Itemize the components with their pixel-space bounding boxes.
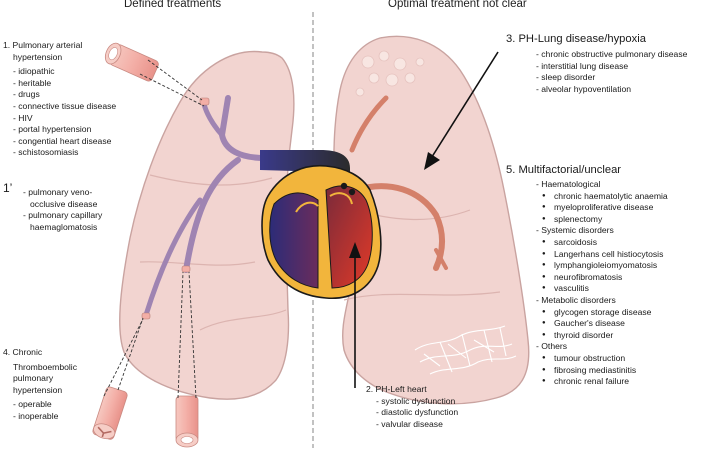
group-3-title: 3. PH-Lung disease/hypoxia xyxy=(506,33,646,45)
group-5-category: - Others xyxy=(536,341,568,352)
group-5-category: - Metabolic disorders xyxy=(536,294,616,305)
group-5-item: lymphangioleiomyomatosis xyxy=(536,260,668,272)
group-1-title-line-2: hypertension xyxy=(13,51,63,62)
group-2-item: - systolic dysfunction xyxy=(376,395,456,406)
vessel-spot-mid xyxy=(181,265,191,273)
group-1-item: - portal hypertension xyxy=(13,124,92,135)
group-1-prime-marker: 1’ xyxy=(3,181,13,195)
group-5-item: splenectomy xyxy=(536,214,668,226)
group-1-item: - HIV xyxy=(13,112,33,123)
group-2-left-heart: 2. PH-Left heart - systolic dysfunction … xyxy=(366,384,458,430)
group-5-item: Gaucher's disease xyxy=(536,318,668,330)
group-5-item: fibrosing mediastinitis xyxy=(536,365,668,377)
group-1-prime-line: occlusive disease xyxy=(30,198,98,209)
left-pulmonary-vessels xyxy=(143,95,268,318)
callout-dashes xyxy=(103,59,205,399)
header-treatment-not-clear: Optimal treatment not clear xyxy=(388,0,527,10)
arrow-to-heart-head xyxy=(349,242,361,258)
arrow-to-lung-head xyxy=(424,152,440,170)
emphysema-spots xyxy=(355,50,425,97)
group-4-cteph: 4. Chronic Thromboembolic pulmonary hype… xyxy=(3,347,77,423)
left-lung-fissure-2 xyxy=(149,174,273,186)
artery-tube-bottom xyxy=(175,395,199,448)
group-5-category: - Systemic disorders xyxy=(536,225,614,236)
fibrosis-network xyxy=(414,325,517,375)
group-1-item: - idiopathic xyxy=(13,66,55,77)
group-1-prime-line: - pulmonary veno- xyxy=(23,187,93,197)
group-2-item: - valvular disease xyxy=(376,418,443,429)
left-lung-fissure-3 xyxy=(199,309,287,331)
right-lung-fissure xyxy=(343,291,501,301)
arrow-to-lung xyxy=(429,51,499,161)
group-1-prime-pvod: - pulmonary veno- occlusive disease - pu… xyxy=(13,187,102,233)
right-ventricle xyxy=(269,192,319,289)
group-3-lung-disease: 3. PH-Lung disease/hypoxia - chronic obs… xyxy=(506,32,687,95)
group-4-item: - inoperable xyxy=(13,410,59,421)
group-5-title: 5. Multifactorial/unclear xyxy=(506,164,622,176)
group-5-item: chronic renal failure xyxy=(536,376,668,388)
group-4-title-line: pulmonary xyxy=(13,373,54,384)
header-defined-treatments: Defined treatments xyxy=(124,0,222,10)
pulmonary-vein-ostium-1 xyxy=(340,182,348,190)
group-4-item: - operable xyxy=(13,399,52,410)
group-5-item: tumour obstruction xyxy=(536,353,668,365)
group-5-item: Langerhans cell histiocytosis xyxy=(536,249,668,261)
group-1-item: - schistosomiasis xyxy=(13,147,79,158)
group-5-item: vasculitis xyxy=(536,283,668,295)
group-5-category: - Haematological xyxy=(536,179,601,189)
group-1-pah: 1. Pulmonary arterial hypertension - idi… xyxy=(3,40,116,159)
group-5-item: sarcoidosis xyxy=(536,237,668,249)
vessel-spot-low xyxy=(141,312,151,320)
group-4-title-line: hypertension xyxy=(13,384,63,395)
group-1-item: - heritable xyxy=(13,77,52,88)
group-5-multifactorial: 5. Multifactorial/unclear - Haematologic… xyxy=(506,163,668,388)
group-2-title: 2. PH-Left heart xyxy=(366,384,427,394)
group-4-title-line: 4. Chronic xyxy=(3,347,43,357)
group-2-item: - diastolic dysfunction xyxy=(376,407,459,418)
group-1-item: - drugs xyxy=(13,89,40,100)
group-3-item: - alveolar hypoventilation xyxy=(536,83,632,94)
group-1-prime-line: - pulmonary capillary xyxy=(23,210,103,221)
group-5-item: chronic haematolytic anaemia xyxy=(536,191,668,203)
group-5-item: myeloproliferative disease xyxy=(536,202,668,214)
left-lung xyxy=(119,50,295,400)
group-1-prime-line: haemaglomatosis xyxy=(30,221,98,232)
left-lung-fissure xyxy=(139,261,256,266)
group-3-item: - interstitial lung disease xyxy=(536,60,629,71)
thrombus-tube-left xyxy=(92,386,128,440)
left-ventricle xyxy=(325,185,373,289)
artery-tube-top xyxy=(104,42,159,82)
group-3-item: - sleep disorder xyxy=(536,72,596,83)
group-1-item: - congential heart disease xyxy=(13,135,112,146)
group-3-item: - chronic obstructive pulmonary disease xyxy=(536,49,688,59)
group-4-title-line: Thromboembolic xyxy=(13,361,77,372)
group-5-item: thyroid disorder xyxy=(536,330,668,342)
right-pulmonary-vessels xyxy=(349,95,448,271)
group-5-item: neurofibromatosis xyxy=(536,272,668,284)
group-5-item: glycogen storage disease xyxy=(536,307,668,319)
pulmonary-vein-ostium-2 xyxy=(348,188,356,196)
vessel-spot-upper xyxy=(199,97,210,106)
heart-valve-detail xyxy=(295,192,353,213)
group-1-item: - connective tissue disease xyxy=(13,100,117,111)
group-1-title-line-1: 1. Pulmonary arterial xyxy=(3,40,83,50)
